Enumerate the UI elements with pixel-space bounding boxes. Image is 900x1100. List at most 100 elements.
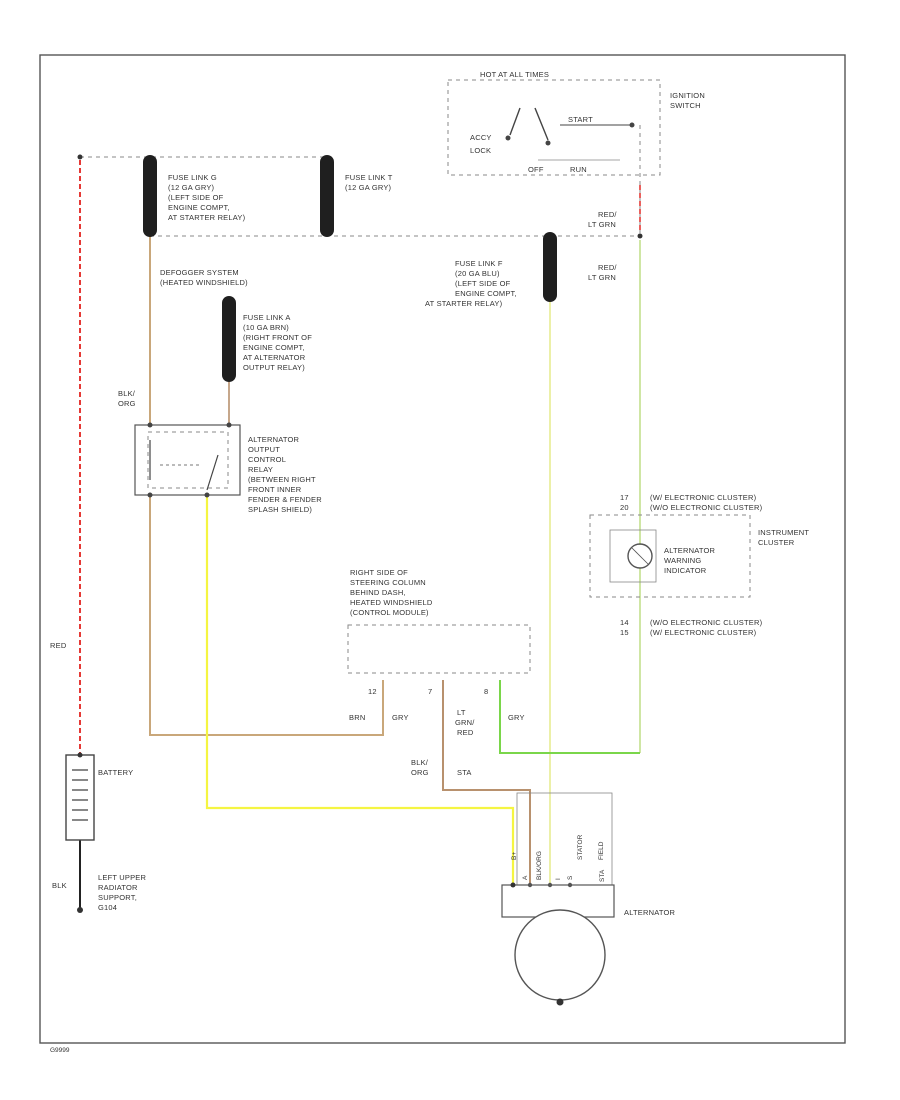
alternator-terminal-i [547, 882, 553, 888]
battery-body [65, 754, 95, 841]
relay-box [134, 424, 241, 496]
switch-terminal-start [629, 122, 635, 128]
battery-terminal-positive [77, 752, 83, 758]
fuse-link-g [143, 155, 157, 237]
control-module-box [347, 624, 531, 674]
cluster-pin-top-1: 17 [620, 493, 629, 502]
alt-term-field: FIELD [598, 841, 605, 860]
instrument-cluster-box [589, 514, 751, 598]
module-label-1: STEERING COLUMN [350, 578, 426, 587]
warning-lamp-housing [609, 529, 657, 583]
relay-label-4: (BETWEEN RIGHT [248, 475, 316, 484]
warning-lamp-filament [631, 547, 649, 565]
switch-name-1: IGNITION [670, 91, 705, 100]
relay-label-7: SPLASH SHIELD) [248, 505, 312, 514]
cluster-pin-top-2: 20 [620, 503, 629, 512]
cluster-lamp-3: INDICATOR [664, 566, 707, 575]
switch-title: HOT AT ALL TIMES [480, 70, 549, 79]
defogger-1: DEFOGGER SYSTEM [160, 268, 239, 277]
module-label-3: HEATED WINDSHIELD [350, 598, 433, 607]
wire-red-ltgrn-mid-1: RED/ [598, 263, 617, 272]
alt-term-a: A [522, 875, 529, 880]
switch-start: START [568, 115, 593, 124]
fuse-f-label-4: AT STARTER RELAY) [425, 299, 503, 308]
ground-label-0: LEFT UPPER [98, 873, 147, 882]
ground-dot [77, 907, 83, 913]
switch-name-2: SWITCH [670, 101, 701, 110]
fuse-g-label-4: AT STARTER RELAY) [168, 213, 246, 222]
fuse-a-label-2: (RIGHT FRONT OF [243, 333, 312, 342]
alternator-connector [516, 792, 613, 886]
switch-off: OFF [528, 165, 544, 174]
wire-ltgrn-red-2: GRN/ [455, 718, 475, 727]
relay-label-0: ALTERNATOR [248, 435, 300, 444]
cluster-conn-bottom-1: (W/O ELECTRONIC CLUSTER) [650, 618, 763, 627]
module-pin-7: 7 [428, 687, 432, 696]
cluster-conn-bottom-2: (W/ ELECTRONIC CLUSTER) [650, 628, 757, 637]
wire-yellow-output [205, 495, 515, 885]
module-label-4: (CONTROL MODULE) [350, 608, 429, 617]
fuse-g-label-0: FUSE LINK G [168, 173, 217, 182]
alternator-terminal-a [527, 882, 533, 888]
module-label-2: BEHIND DASH, [350, 588, 406, 597]
junction-dot [637, 233, 643, 239]
switch-lock: LOCK [470, 146, 491, 155]
cluster-name-2: CLUSTER [758, 538, 795, 547]
fuse-t-label-1: (12 GA GRY) [345, 183, 392, 192]
fuse-g-label-1: (12 GA GRY) [168, 183, 215, 192]
switch-accy: ACCY [470, 133, 492, 142]
switch-terminal-accy [505, 135, 511, 141]
ground-label-3: G104 [98, 903, 117, 912]
alt-term-i: I [555, 878, 562, 880]
warning-lamp-bulb [627, 543, 653, 569]
alt-term-sta: STA [599, 869, 606, 882]
module-pin-8: 8 [484, 687, 488, 696]
module-label-0: RIGHT SIDE OF [350, 568, 408, 577]
relay-contact-right [206, 454, 219, 491]
alt-term-b: B+ [511, 852, 518, 860]
wire-red-ltgrn-mid-2: LT GRN [588, 273, 616, 282]
alt-term-s: S [567, 875, 574, 880]
wire-blk-org-relay-1: BLK/ [118, 389, 136, 398]
alt-term-b-color: BLK/ORG [536, 851, 543, 880]
relay-pin [147, 422, 153, 428]
wire-blk-org-bottom-2: ORG [411, 768, 429, 777]
wire-gry: GRY [392, 713, 409, 722]
alternator-ground-dot [556, 998, 564, 1006]
switch-blade [534, 107, 549, 141]
ignition-switch-box [447, 79, 661, 176]
wire-green-module [499, 680, 640, 754]
fuse-f-label-1: (20 GA BLU) [455, 269, 500, 278]
relay-label-6: FENDER & FENDER [248, 495, 322, 504]
alt-term-stator: STATOR [577, 834, 584, 860]
fuse-f-label-0: FUSE LINK F [455, 259, 503, 268]
wire-blk-org-relay-2: ORG [118, 399, 136, 408]
junction-dot [77, 154, 83, 160]
relay-pin [226, 422, 232, 428]
wire-red-side: RED [50, 641, 67, 650]
relay-pin [147, 492, 153, 498]
switch-contact [509, 107, 521, 136]
battery-label: BATTERY [98, 768, 133, 777]
wire-ltgrn-red-3: RED [457, 728, 474, 737]
fuse-link-t [320, 155, 334, 237]
fuse-a-label-1: (10 GA BRN) [243, 323, 289, 332]
fuse-g-label-2: (LEFT SIDE OF [168, 193, 224, 202]
fuse-link-f [543, 232, 557, 302]
fuse-t-label-0: FUSE LINK T [345, 173, 393, 182]
fuse-a-label-5: OUTPUT RELAY) [243, 363, 305, 372]
wire-red-ltgrn-top-1: RED/ [598, 210, 617, 219]
wire-sta: STA [457, 768, 472, 777]
wire-blk: BLK [52, 881, 67, 890]
diagram-frame [39, 54, 846, 1044]
alternator-terminal-s [567, 882, 573, 888]
relay-label-1: OUTPUT [248, 445, 280, 454]
switch-terminal-run [545, 140, 551, 146]
footer-code: G9999 [50, 1047, 70, 1054]
fuse-link-a [222, 296, 236, 382]
fuse-a-label-4: AT ALTERNATOR [243, 353, 306, 362]
cluster-conn-top-2: (W/O ELECTRONIC CLUSTER) [650, 503, 763, 512]
wire-blk-org-bottom-1: BLK/ [411, 758, 429, 767]
relay-label-3: RELAY [248, 465, 273, 474]
